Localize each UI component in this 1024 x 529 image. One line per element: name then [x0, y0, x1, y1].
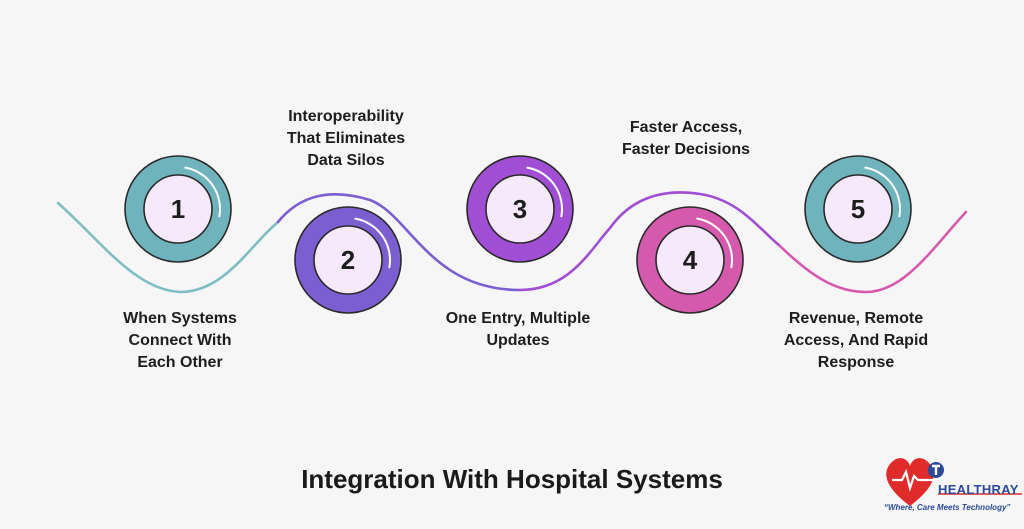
wave-segment-1	[56, 201, 280, 294]
step-1-circle: 1	[124, 155, 232, 263]
wave-segment-3	[518, 191, 782, 292]
diagram-title: Integration With Hospital Systems	[301, 464, 723, 494]
logo-tagline: “Where, Care Meets Technology”	[884, 503, 1011, 512]
heart-icon	[886, 458, 934, 506]
logo-brand-name: HEALTHRAY	[938, 482, 1019, 497]
step-5-number: 5	[851, 194, 865, 224]
step-2-label: Interoperability That Eliminates Data Si…	[286, 108, 406, 169]
healthray-logo	[886, 458, 1022, 506]
step-4-label: Faster Access, Faster Decisions	[621, 119, 751, 158]
step-4-circle: 4	[636, 206, 744, 314]
step-2-circle: 2	[294, 206, 402, 314]
step-2-number: 2	[341, 245, 355, 275]
step-1-label: When Systems Connect With Each Other	[123, 310, 237, 371]
heartbeat-line-icon	[892, 468, 938, 492]
step-1-number: 1	[171, 194, 185, 224]
wave-path	[56, 191, 968, 294]
step-circles: 1 2 3 4 5	[124, 155, 912, 314]
step-5-label: Revenue, Remote Access, And Rapid Respon…	[783, 310, 929, 371]
step-4-number: 4	[683, 245, 698, 275]
step-3-circle: 3	[466, 155, 574, 263]
step-3-number: 3	[513, 194, 527, 224]
step-5-circle: 5	[804, 155, 912, 263]
wave-segment-2	[276, 193, 522, 292]
step-3-label: One Entry, Multiple Updates	[445, 310, 591, 349]
wave-segment-4	[778, 210, 968, 294]
